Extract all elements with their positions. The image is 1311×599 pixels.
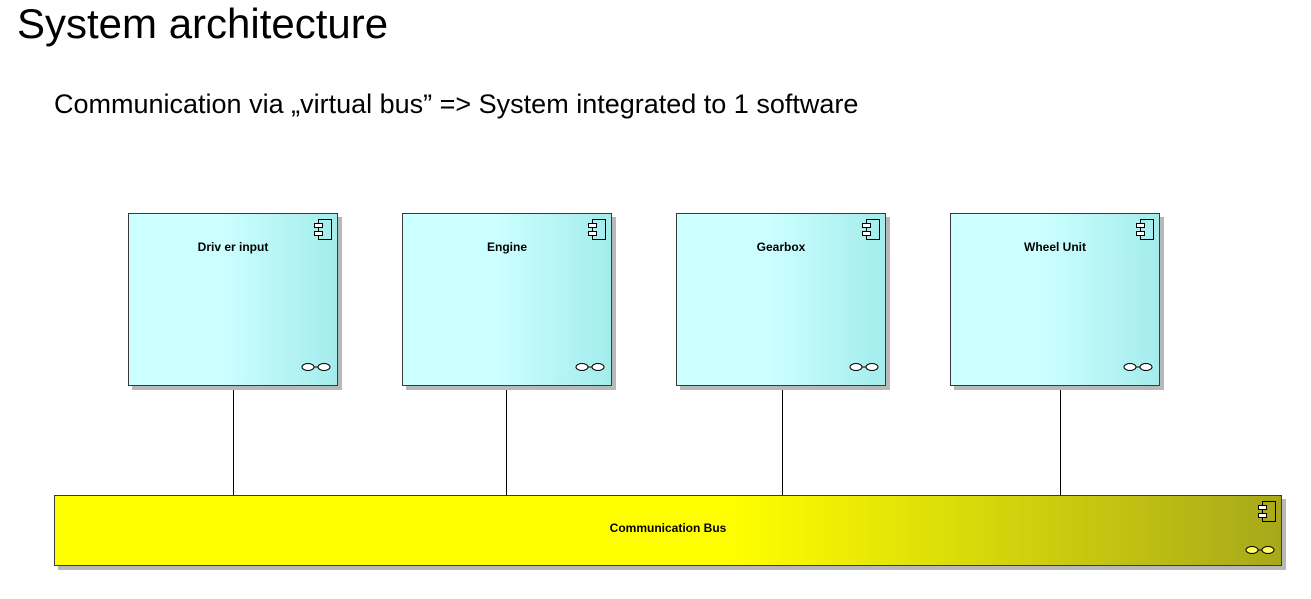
- component-engine[interactable]: Engine: [402, 213, 612, 386]
- uml-component-icon: [1258, 501, 1276, 522]
- component-label: Wheel Unit: [1024, 240, 1086, 254]
- component-gearbox[interactable]: Gearbox: [676, 213, 886, 386]
- connector-wheel-unit: [1060, 385, 1061, 496]
- slide-title: System architecture: [17, 0, 389, 47]
- uml-interface-icon: [1123, 363, 1153, 371]
- bus-label: Communication Bus: [609, 521, 727, 535]
- component-driver-input[interactable]: Driv er input: [128, 213, 338, 386]
- uml-interface-icon: [301, 363, 331, 371]
- uml-component-icon: [314, 219, 332, 240]
- connector-engine: [506, 385, 507, 496]
- slide-subtitle: Communication via „virtual bus” => Syste…: [54, 89, 859, 119]
- component-label: Engine: [486, 240, 527, 254]
- uml-component-icon: [1136, 219, 1154, 240]
- component-wheel-unit[interactable]: Wheel Unit: [950, 213, 1160, 386]
- component-label: Gearbox: [756, 240, 806, 254]
- component-label: Driv er input: [197, 240, 269, 254]
- uml-interface-icon: [575, 363, 605, 371]
- component-communication-bus[interactable]: Communication Bus: [54, 495, 1282, 566]
- connector-gearbox: [782, 385, 783, 496]
- uml-interface-icon: [1245, 546, 1275, 554]
- uml-component-icon: [862, 219, 880, 240]
- uml-interface-icon: [849, 363, 879, 371]
- uml-component-icon: [588, 219, 606, 240]
- connector-driver-input: [233, 385, 234, 496]
